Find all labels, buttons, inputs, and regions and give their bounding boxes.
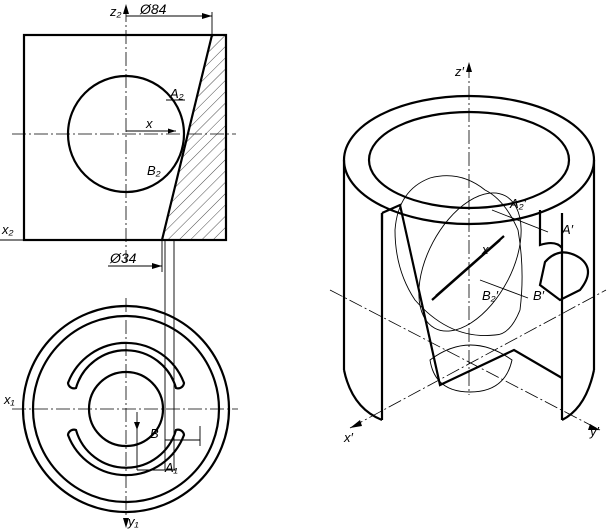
label-b2: B₂ — [147, 163, 161, 178]
z2-arrow — [123, 4, 129, 14]
front-outline — [22, 33, 228, 242]
a2-prime-leader — [491, 209, 549, 233]
label-y1: y₁ — [127, 514, 139, 529]
axonometric-view: z′ A₂′ A′ x B₂′ B′ x′ y′ — [329, 62, 607, 445]
z-prime-arrow — [466, 62, 472, 72]
top-inner-ellipse — [367, 110, 571, 210]
label-dim-84: Ø84 — [139, 1, 167, 17]
front-view: z₂ Ø84 A₂ x B₂ x₂ Ø34 — [0, 1, 236, 470]
inner-cavity-curve — [394, 175, 523, 336]
label-x-prime: x′ — [343, 430, 354, 445]
y-prime-arrow — [588, 424, 600, 430]
label-a2-prime: A₂′ — [509, 196, 527, 211]
label-x1: x₁ — [3, 392, 15, 407]
label-b2-prime: B₂′ — [482, 288, 499, 303]
axo-x-segment-2 — [435, 235, 505, 297]
lower-crescent-slot — [66, 428, 186, 477]
label-z-prime: z′ — [454, 64, 465, 79]
top-view: x₁ B A₁ y₁ — [3, 298, 238, 529]
label-a-prime: A′ — [561, 222, 574, 237]
bottom-left-arc — [342, 369, 383, 422]
x-prime-arrow — [350, 420, 362, 428]
dim-84-arrow — [202, 13, 212, 19]
axo-x-axis — [349, 289, 607, 429]
b2-prime-leader — [479, 279, 529, 299]
bottom-hole-curve — [429, 344, 513, 393]
right-lobe — [538, 251, 590, 302]
label-x-axo: x — [481, 242, 489, 257]
label-a2: A₂ — [169, 86, 184, 101]
cut-plane-outline — [381, 203, 563, 387]
right-notch — [538, 210, 563, 249]
label-z2: z₂ — [109, 4, 122, 19]
label-x-front: x — [145, 116, 153, 131]
label-y-prime: y′ — [589, 424, 600, 439]
upper-crescent-slot — [66, 341, 186, 390]
x-dim-arrow — [168, 128, 176, 134]
y1-arrow — [123, 518, 129, 528]
label-b-prime: B′ — [533, 288, 545, 303]
label-a1: A₁ — [164, 460, 178, 475]
cut-line — [160, 34, 214, 241]
a1-arrow — [134, 422, 140, 430]
bottom-right-arc — [561, 369, 596, 421]
label-b: B — [150, 426, 159, 441]
hole-ellipse — [418, 192, 522, 332]
label-dim-34: Ø34 — [109, 250, 137, 266]
dim-34-arrow — [152, 263, 162, 269]
label-x2: x₂ — [1, 222, 14, 237]
axo-y-axis — [329, 289, 601, 431]
